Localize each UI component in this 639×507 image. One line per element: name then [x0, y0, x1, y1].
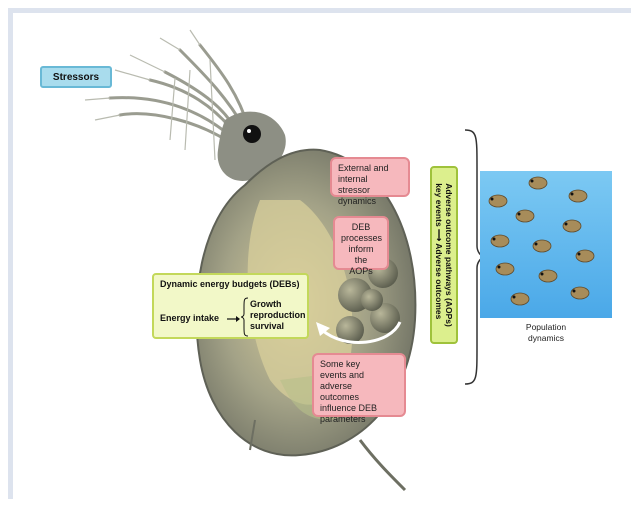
label-line: processes: [341, 233, 381, 244]
label-line: parameters: [320, 414, 398, 425]
daphnia-population-icon: [480, 171, 612, 318]
outcome-survival: survival: [250, 321, 306, 332]
label-line: outcomes: [320, 392, 398, 403]
deb-title: Dynamic energy budgets (DEBs): [160, 279, 300, 289]
aop-key-events: key events: [434, 183, 444, 226]
aop-box: Adverse outcome pathways (AOPs) key even…: [430, 166, 458, 344]
label-line: events and adverse: [320, 370, 398, 392]
label-line: internal stressor: [338, 174, 402, 196]
external-internal-stressor-label: External and internal stressor dynamics: [330, 157, 410, 197]
label-line: influence DEB: [320, 403, 398, 414]
outcome-growth: Growth: [250, 299, 306, 310]
label-line: dynamics: [338, 196, 402, 207]
label-line: Some key: [320, 359, 398, 370]
deb-outcomes: Growth reproduction survival: [250, 299, 306, 332]
aop-adverse-outcomes: Adverse outcomes: [434, 243, 444, 319]
long-arrow-icon: ⟶: [434, 229, 444, 243]
population-dynamics-caption: Population dynamics: [480, 322, 612, 344]
label-line: External and: [338, 163, 402, 174]
arrow-right-icon: [227, 315, 241, 323]
deb-box: Dynamic energy budgets (DEBs) Energy int…: [152, 273, 309, 339]
label-line: AOPs: [341, 266, 381, 277]
caption-line: dynamics: [480, 333, 612, 344]
caption-line: Population: [480, 322, 612, 333]
key-events-label: Some key events and adverse outcomes inf…: [312, 353, 406, 417]
label-line: inform the: [341, 244, 381, 266]
deb-processes-label: DEB processes inform the AOPs: [333, 216, 389, 270]
aop-line2: key events ⟶ Adverse outcomes: [434, 183, 444, 327]
label-line: DEB: [341, 222, 381, 233]
aop-line1: Adverse outcome pathways (AOPs): [444, 183, 454, 327]
energy-intake-label: Energy intake: [160, 313, 219, 323]
aop-text: Adverse outcome pathways (AOPs) key even…: [434, 183, 454, 327]
outcome-reproduction: reproduction: [250, 310, 306, 321]
population-panel: [480, 171, 612, 318]
bracket-icon: [241, 297, 249, 337]
stressors-label: Stressors: [40, 66, 112, 88]
